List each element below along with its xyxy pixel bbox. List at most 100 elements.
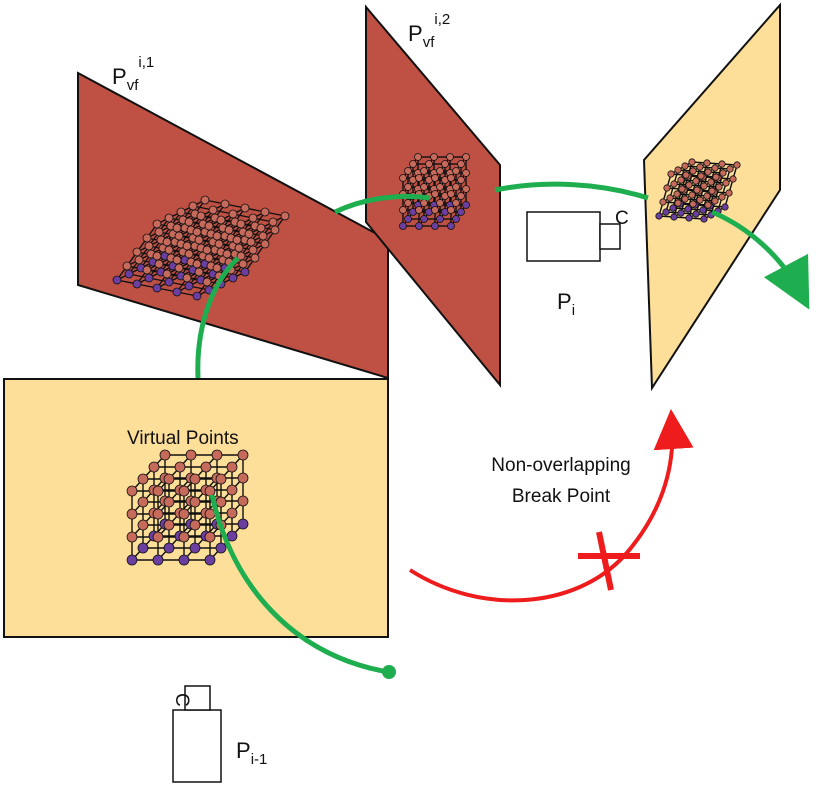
- lattice-node: [681, 162, 689, 170]
- lattice-node: [404, 167, 412, 175]
- lattice-node: [666, 194, 674, 202]
- lattice-node: [431, 206, 439, 214]
- plane-1-label: Pvfi,1: [112, 54, 154, 94]
- lattice-node: [178, 554, 190, 566]
- lattice-node: [404, 215, 412, 223]
- lattice-node: [681, 195, 689, 203]
- lattice-node: [126, 531, 138, 543]
- lattice-node: [174, 263, 184, 273]
- green-arc-plane2-to-plane3: [494, 181, 649, 201]
- lattice-node: [152, 508, 164, 520]
- lattice-node: [192, 227, 202, 237]
- lattice-node: [692, 177, 700, 185]
- lattice-node: [142, 233, 152, 243]
- lattice-node: [224, 225, 234, 235]
- lattice-node: [246, 237, 256, 247]
- lattice-node: [154, 227, 164, 237]
- lattice-node: [696, 196, 704, 204]
- lattice-node: [270, 225, 280, 235]
- lattice-node: [208, 205, 218, 215]
- lattice-node: [189, 542, 201, 554]
- lattice-node: [719, 169, 727, 177]
- camera-i-lens-mark: C: [615, 208, 629, 229]
- lattice-node: [688, 158, 696, 166]
- lattice-node: [237, 495, 249, 507]
- lattice-node: [126, 485, 138, 497]
- lattice-node: [211, 449, 223, 461]
- lattice-node: [655, 212, 663, 220]
- lattice-node: [148, 461, 160, 473]
- lattice-node: [704, 168, 712, 176]
- lattice-node: [204, 253, 214, 263]
- lattice-node: [684, 205, 692, 213]
- lattice-node: [441, 160, 449, 168]
- lattice-node: [436, 215, 444, 223]
- lattice-node: [677, 209, 685, 217]
- lattice-node: [721, 203, 729, 211]
- lattice-node: [226, 530, 238, 542]
- lattice-node: [152, 554, 164, 566]
- lattice-node: [457, 208, 465, 216]
- lattice-node: [184, 281, 194, 291]
- lattice-node: [144, 273, 154, 283]
- lattice-node: [420, 183, 428, 191]
- lattice-node: [178, 485, 190, 497]
- lattice-node: [124, 269, 134, 279]
- lattice-node: [420, 167, 428, 175]
- camera-prev-lens-mark: C: [171, 693, 192, 707]
- lattice-node: [192, 259, 202, 269]
- camera-prev-label: Pi-1: [236, 738, 267, 768]
- lattice-node: [703, 159, 711, 167]
- lattice-node: [409, 160, 417, 168]
- lattice-node: [700, 215, 708, 223]
- lattice-node: [126, 554, 138, 566]
- lattice-node: [670, 213, 678, 221]
- lattice-node: [204, 531, 216, 543]
- lattice-node: [248, 213, 258, 223]
- lattice-node: [725, 189, 733, 197]
- lattice-node: [260, 239, 270, 249]
- lattice-node: [446, 153, 454, 161]
- lattice-node: [729, 175, 737, 183]
- lattice-node: [718, 160, 726, 168]
- lattice-node: [172, 223, 182, 233]
- lattice-node: [152, 531, 164, 543]
- lattice-node: [194, 267, 204, 277]
- lattice-node: [164, 277, 174, 287]
- lattice-node: [260, 207, 270, 217]
- lattice-node: [669, 204, 677, 212]
- lattice-node: [162, 237, 172, 247]
- lattice-node: [674, 166, 682, 174]
- lattice-node: [137, 473, 149, 485]
- lattice-node: [226, 507, 238, 519]
- lattice-node: [220, 199, 230, 209]
- lattice-node: [232, 235, 242, 245]
- lattice-node: [192, 291, 202, 301]
- lattice-node: [718, 193, 726, 201]
- lattice-node: [163, 519, 175, 531]
- lattice-plane-1: [112, 195, 290, 301]
- lattice-node: [722, 179, 730, 187]
- lattice-node: [697, 172, 705, 180]
- lattice-node: [236, 251, 246, 261]
- lattice-node: [188, 201, 198, 211]
- lattice-virtual-points: [126, 449, 249, 566]
- lattice-node: [112, 275, 122, 285]
- lattice-node: [182, 241, 192, 251]
- lattice-node: [662, 208, 670, 216]
- lattice-node: [682, 171, 690, 179]
- lattice-node: [670, 180, 678, 188]
- lattice-node: [415, 174, 423, 182]
- lattice-node: [164, 245, 174, 255]
- lattice-node: [164, 213, 174, 223]
- lattice-node: [194, 235, 204, 245]
- lattice-node: [447, 222, 455, 230]
- camera-i-label: Pi: [557, 289, 575, 319]
- lattice-node: [182, 273, 192, 283]
- lattice-node: [689, 200, 697, 208]
- lattice-node: [693, 186, 701, 194]
- lattice-node: [447, 206, 455, 214]
- lattice-node: [200, 461, 212, 473]
